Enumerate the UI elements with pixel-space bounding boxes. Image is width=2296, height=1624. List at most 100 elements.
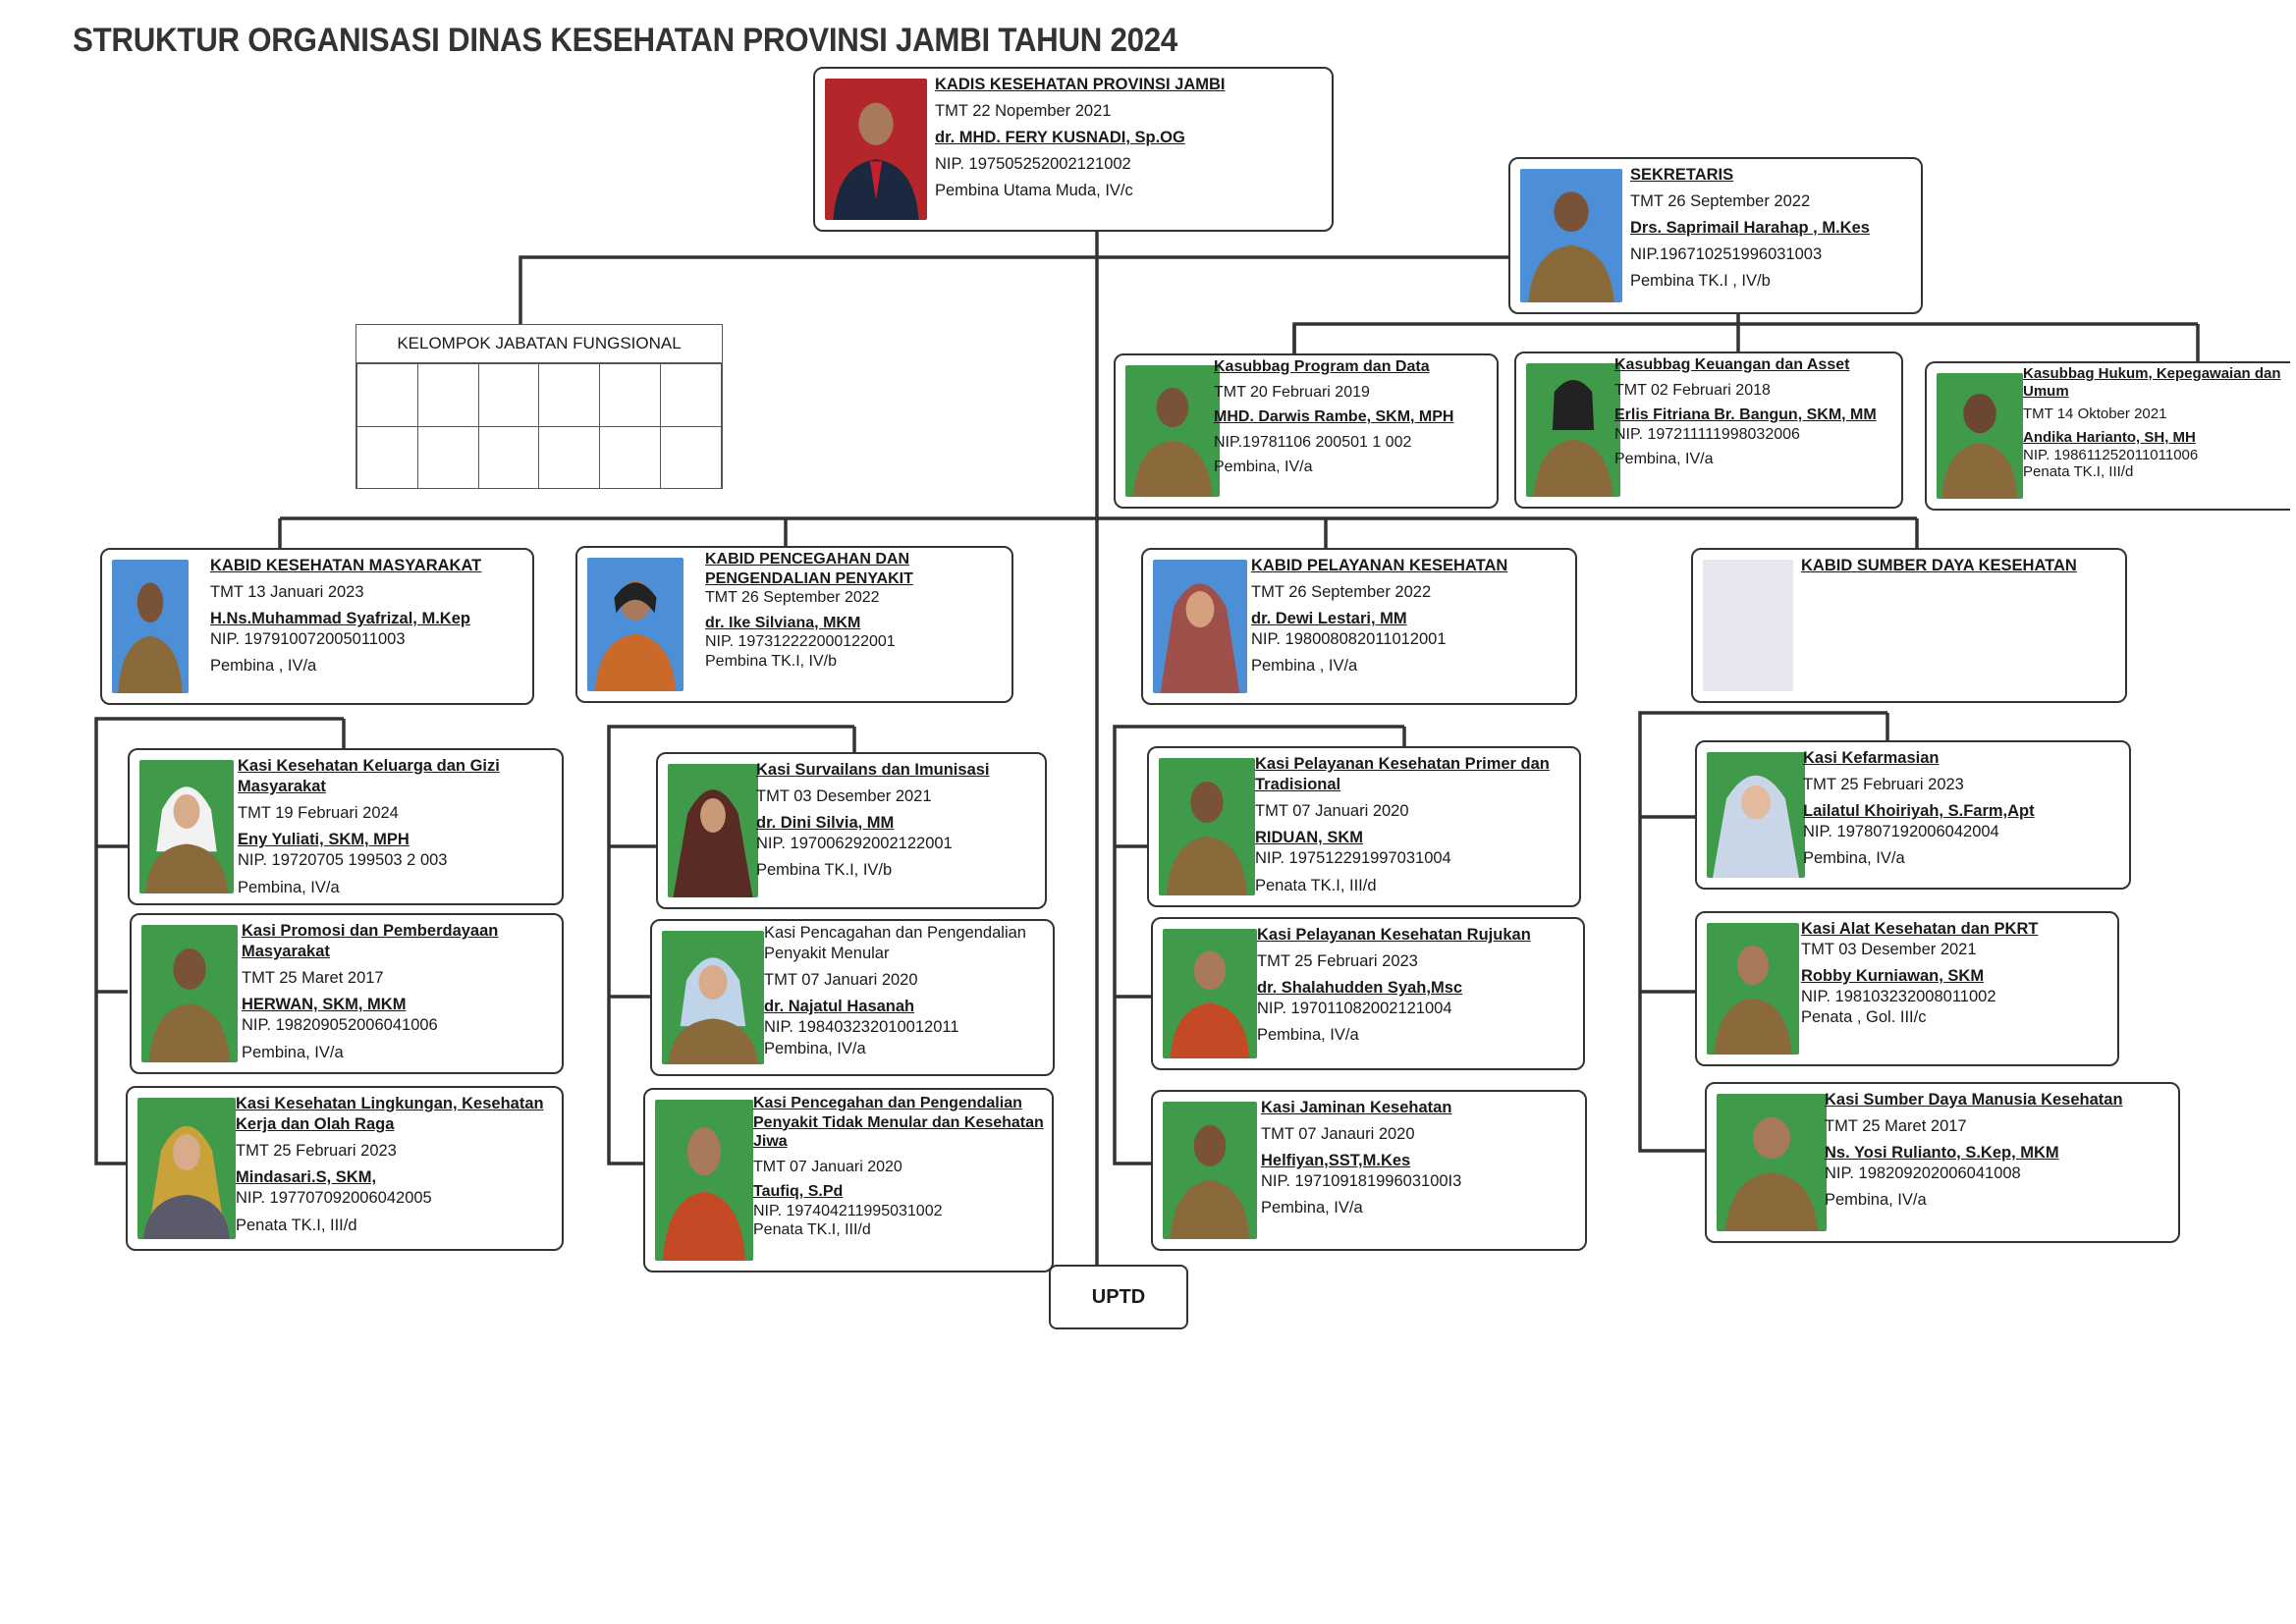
kasi-promosi-name: HERWAN, SKM, MKM [242, 996, 407, 1014]
kabid-yankes-tmt: TMT 26 September 2022 [1251, 583, 1432, 602]
photo-placeholder-kabid-sdk [1703, 560, 1793, 691]
kasubbag-program-tmt: TMT 20 Februari 2019 [1214, 383, 1370, 401]
kasi-p2pm-position: Kasi Pencagahan dan Pengendalian Penyaki… [764, 924, 1026, 963]
kasi-sdm-rank: Pembina, IV/a [1825, 1191, 1927, 1210]
card-kasi-promosi: Kasi Promosi dan Pemberdayaan Masyarakat… [130, 913, 564, 1074]
card-kasubbag-program: Kasubbag Program dan Data TMT 20 Februar… [1114, 353, 1499, 509]
kasi-kesling-position: Kasi Kesehatan Lingkungan, Kesehatan Ker… [236, 1095, 544, 1134]
photo-kasi-jaminan [1163, 1102, 1257, 1239]
kasi-kesling-tmt: TMT 25 Februari 2023 [236, 1142, 397, 1161]
kasi-p2ptm-rank: Penata TK.I, III/d [753, 1221, 871, 1239]
photo-kasi-alkes [1707, 923, 1799, 1055]
kasi-surveilans-tmt: TMT 03 Desember 2021 [756, 787, 932, 806]
kasi-alkes-position: Kasi Alat Kesehatan dan PKRT [1801, 920, 2039, 938]
photo-kasubbag-program [1125, 365, 1220, 497]
photo-kasi-kesling [137, 1098, 236, 1239]
card-sekretaris: SEKRETARIS TMT 26 September 2022 Drs. Sa… [1508, 157, 1923, 314]
kabid-kesmas-name: H.Ns.Muhammad Syafrizal, M.Kep [210, 610, 470, 628]
card-kasi-kgm: Kasi Kesehatan Keluarga dan Gizi Masyara… [128, 748, 564, 905]
kasi-jaminan-name: Helfiyan,SST,M.Kes [1261, 1152, 1411, 1170]
photo-kabid-kesmas [112, 560, 189, 693]
card-kasubbag-keuangan: Kasubbag Keuangan dan Asset TMT 02 Febru… [1514, 352, 1903, 509]
kasubbag-hukum-name: Andika Harianto, SH, MH [2023, 429, 2196, 447]
photo-kasi-rujukan [1163, 929, 1257, 1058]
kabid-kesmas-position: KABID KESEHATAN MASYARAKAT [210, 557, 482, 574]
photo-kasi-primer [1159, 758, 1255, 895]
kabid-sdk-position: KABID SUMBER DAYA KESEHATAN [1801, 557, 2077, 574]
kasi-promosi-position: Kasi Promosi dan Pemberdayaan Masyarakat [242, 922, 499, 961]
uptd-label: UPTD [1091, 1285, 1146, 1308]
kasubbag-keuangan-name: Erlis Fitriana Br. Bangun, SKM, MM [1614, 406, 1877, 424]
kasi-jaminan-nip: NIP. 19710918199603100I3 [1261, 1172, 1462, 1191]
kabid-yankes-rank: Pembina , IV/a [1251, 657, 1358, 676]
kasi-primer-tmt: TMT 07 Januari 2020 [1255, 802, 1409, 821]
kadis-rank: Pembina Utama Muda, IV/c [935, 182, 1133, 200]
card-kabid-sdk: KABID SUMBER DAYA KESEHATAN [1691, 548, 2127, 703]
kasubbag-keuangan-nip: NIP. 197211111998032006 [1614, 425, 1800, 443]
kasubbag-program-nip: NIP.19781106 200501 1 002 [1214, 433, 1412, 451]
photo-kasi-sdm [1717, 1094, 1827, 1231]
photo-kabid-yankes [1153, 560, 1247, 693]
kasi-surveilans-rank: Pembina TK.I, IV/b [756, 861, 893, 880]
uptd-box: UPTD [1049, 1265, 1188, 1329]
sekretaris-position: SEKRETARIS [1630, 166, 1734, 184]
fungsional-label: KELOMPOK JABATAN FUNGSIONAL [356, 325, 722, 363]
kasi-farmasi-tmt: TMT 25 Februari 2023 [1803, 776, 1964, 794]
kasi-kesling-name: Mindasari.S, SKM, [236, 1168, 377, 1187]
kasubbag-hukum-rank: Penata TK.I, III/d [2023, 463, 2134, 481]
kasi-jaminan-rank: Pembina, IV/a [1261, 1199, 1363, 1218]
kasi-farmasi-nip: NIP. 197807192006042004 [1803, 823, 1999, 841]
kasi-p2ptm-position: Kasi Pencegahan dan Pengendalian Penyaki… [753, 1095, 1044, 1151]
card-kasi-sdm: Kasi Sumber Daya Manusia Kesehatan TMT 2… [1705, 1082, 2180, 1243]
kasubbag-hukum-position: Kasubbag Hukum, Kepegawaian dan Umum [2023, 365, 2281, 400]
kasi-kgm-rank: Pembina, IV/a [238, 878, 340, 896]
photo-kasi-p2ptm [655, 1100, 753, 1261]
kasi-farmasi-rank: Pembina, IV/a [1803, 849, 1905, 868]
kasi-p2pm-nip: NIP. 198403232010012011 [764, 1018, 959, 1037]
photo-kabid-p2p [587, 558, 683, 691]
card-kabid-yankes: KABID PELAYANAN KESEHATAN TMT 26 Septemb… [1141, 548, 1577, 705]
kasi-surveilans-nip: NIP. 197006292002122001 [756, 835, 953, 853]
kasi-promosi-rank: Pembina, IV/a [242, 1043, 344, 1061]
kasi-kgm-tmt: TMT 19 Februari 2024 [238, 804, 399, 823]
kabid-p2p-tmt: TMT 26 September 2022 [705, 589, 880, 607]
kadis-name: dr. MHD. FERY KUSNADI, Sp.OG [935, 129, 1185, 147]
chart-title: STRUKTUR ORGANISASI DINAS KESEHATAN PROV… [73, 22, 1178, 59]
kadis-tmt: TMT 22 Nopember 2021 [935, 102, 1112, 121]
card-kasi-p2pm: Kasi Pencagahan dan Pengendalian Penyaki… [650, 919, 1055, 1076]
card-kasubbag-hukum: Kasubbag Hukum, Kepegawaian dan Umum TMT… [1925, 361, 2290, 511]
kabid-yankes-nip: NIP. 198008082011012001 [1251, 630, 1447, 649]
kasi-p2ptm-tmt: TMT 07 Januari 2020 [753, 1158, 902, 1175]
kasi-rujukan-position: Kasi Pelayanan Kesehatan Rujukan [1257, 926, 1531, 944]
kasubbag-keuangan-tmt: TMT 02 Februari 2018 [1614, 381, 1771, 399]
card-kasi-surveilans: Kasi Survailans dan Imunisasi TMT 03 Des… [656, 752, 1047, 909]
sekretaris-nip: NIP.196710251996031003 [1630, 245, 1823, 264]
kasi-alkes-nip: NIP. 198103232008011002 [1801, 988, 1996, 1006]
kabid-yankes-position: KABID PELAYANAN KESEHATAN [1251, 557, 1508, 574]
card-kasi-primer: Kasi Pelayanan Kesehatan Primer dan Trad… [1147, 746, 1581, 907]
kasi-p2ptm-nip: NIP. 197404211995031002 [753, 1202, 943, 1219]
kadis-nip: NIP. 197505252002121002 [935, 155, 1131, 174]
kasi-sdm-name: Ns. Yosi Rulianto, S.Kep, MKM [1825, 1144, 2059, 1163]
kabid-kesmas-nip: NIP. 197910072005011003 [210, 630, 406, 649]
card-kasi-p2ptm: Kasi Pencegahan dan Pengendalian Penyaki… [643, 1088, 1054, 1272]
kasi-kgm-name: Eny Yuliati, SKM, MPH [238, 831, 410, 849]
kasi-promosi-nip: NIP. 198209052006041006 [242, 1016, 438, 1035]
kasi-p2pm-name: dr. Najatul Hasanah [764, 998, 915, 1016]
kelompok-jabatan-fungsional: KELOMPOK JABATAN FUNGSIONAL [355, 324, 723, 489]
kasi-kesling-nip: NIP. 197707092006042005 [236, 1189, 432, 1208]
kasi-primer-position: Kasi Pelayanan Kesehatan Primer dan Trad… [1255, 755, 1550, 794]
kabid-p2p-name: dr. Ike Silviana, MKM [705, 614, 861, 631]
kabid-kesmas-rank: Pembina , IV/a [210, 657, 317, 676]
sekretaris-tmt: TMT 26 September 2022 [1630, 192, 1811, 211]
card-kasi-alkes: Kasi Alat Kesehatan dan PKRT TMT 03 Dese… [1695, 911, 2119, 1066]
kasi-sdm-tmt: TMT 25 Maret 2017 [1825, 1117, 1967, 1136]
kasubbag-hukum-nip: NIP. 198611252011011006 [2023, 446, 2199, 463]
kasi-alkes-name: Robby Kurniawan, SKM [1801, 967, 1985, 986]
photo-kasi-promosi [141, 925, 238, 1062]
kasi-promosi-tmt: TMT 25 Maret 2017 [242, 969, 384, 988]
photo-kasi-surveilans [668, 764, 758, 897]
kabid-p2p-position: KABID PENCEGAHAN DAN PENGENDALIAN PENYAK… [705, 551, 913, 587]
kabid-kesmas-tmt: TMT 13 Januari 2023 [210, 583, 364, 602]
